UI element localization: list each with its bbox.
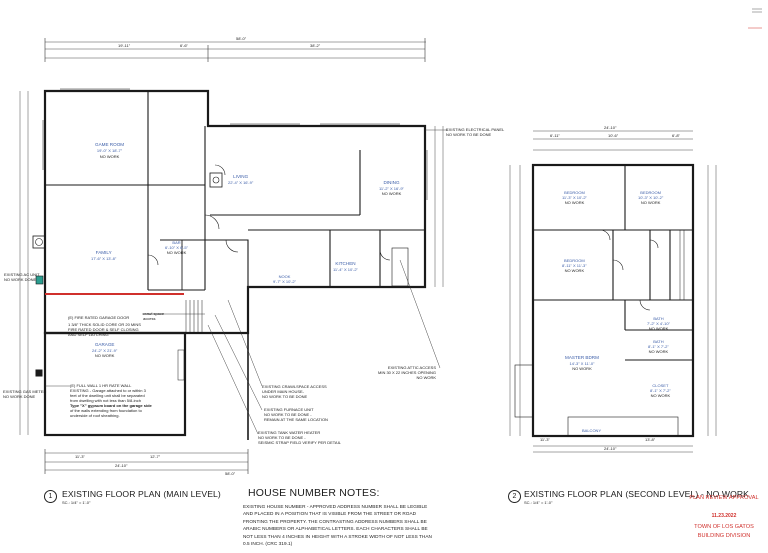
house-number-title: HOUSE NUMBER NOTES: — [248, 487, 380, 499]
second-plan-title: EXISTING FLOOR PLAN (SECOND LEVEL) - NO … — [524, 489, 750, 499]
main-outline — [43, 89, 427, 335]
dim2-bottom-total: 24'-10" — [604, 446, 617, 451]
dim-bottom-a: 11'-3" — [75, 454, 85, 459]
house-number-body: EXISTING HOUSE NUMBER - APPROVED ADDRESS… — [243, 504, 432, 547]
note-water-heater: EXISTING TANK WATER HEATER NO WORK TO BE… — [258, 430, 341, 445]
room-kitchen: KITCHEN 11'-4" X 10'-2" — [333, 261, 358, 272]
dim-bottom-total: 58'-0" — [225, 471, 236, 476]
room-game-room: GAME ROOM 19'-0" X 18'-7" NO WORK — [95, 142, 125, 159]
dim2-bottom-a: 11'-3" — [540, 437, 550, 442]
note-electrical-panel: EXISTING ELECTRICAL PANEL NO WORK TO BE … — [446, 127, 505, 137]
plan-number-1: 1 — [44, 490, 57, 503]
dim-top-left: 19'-11" — [118, 43, 131, 48]
note-furnace: EXISTING FURNACE UNIT NO WORK TO BE DONE… — [264, 407, 328, 422]
room-living: LIVING 22'-4" X 16'-9" — [228, 174, 254, 185]
second-plan-scale: SC.: 1/4" = 1'-0" — [524, 500, 553, 505]
plan-number-2: 2 — [508, 490, 521, 503]
note-crawl-space-access: crawl space access — [143, 311, 165, 321]
approval-stamp: PLAN REVIEW APPROVAL 11.23.2022 TOWN OF … — [680, 494, 768, 540]
dim2-top-total: 24'-10" — [604, 125, 617, 130]
room2-balcony: BALCONY — [582, 428, 602, 433]
room2-bedroom-2: BEDROOM 10'-3" X 10'-2" NO WORK — [638, 190, 664, 205]
room2-closet: CLOSET 8'-1" X 7'-2" NO WORK — [650, 383, 671, 398]
corner-mark — [748, 8, 762, 29]
dim-top-mid: 6'-6" — [180, 43, 188, 48]
room2-master-bedroom: MASTER BDRM 14'-3" X 11'-0" NO WORK — [565, 355, 599, 371]
approval-line-1: PLAN REVIEW APPROVAL — [689, 495, 759, 501]
note-rated-wall: (E) FULL WALL 1 HR RATE WALL EXISTING - … — [70, 383, 152, 418]
room2-bath-1: BATH 7'-2" X 4'-10" NO WORK — [647, 316, 671, 331]
dim2-bottom-b: 13'-8" — [645, 437, 656, 442]
dim2-top-a: 6'-11" — [550, 133, 560, 138]
room-nook: NOOK 9'-7" X 10'-2" — [273, 274, 297, 284]
dim-top-total: 58'-0" — [236, 36, 247, 41]
note-crawlspace: EXISTING CRAWLSPACE ACCESS UNDER MAIN HO… — [262, 384, 327, 399]
room-dining: DINING 11'-2" X 16'-9" NO WORK — [379, 180, 404, 196]
room2-bath-2: BATH 8'-1" X 7'-2" NO WORK — [648, 339, 669, 354]
note-ac-unit: EXISTING AC UNIT NO WORK DONE — [4, 272, 40, 282]
dim-bottom-c: 24'-10" — [115, 463, 128, 468]
note-attic-access: EXISTING ATTIC ACCESS MIN 30 X 22 INCHES… — [378, 365, 437, 380]
main-plan-title: EXISTING FLOOR PLAN (MAIN LEVEL) — [62, 489, 221, 499]
note-gas-meter: EXISTING GAS METER NO WORK DONE — [3, 389, 47, 399]
approval-date: 11.23.2022 — [711, 512, 737, 519]
note-fire-door: (E) FIRE RATED GARAGE DOOR 1 3/8" THICK … — [68, 315, 141, 337]
dim-bottom-b: 12'-7" — [150, 454, 161, 459]
room2-bedroom-3: BEDROOM 8'-11" X 11'-3" NO WORK — [562, 258, 587, 273]
room-family: FAMILY 17'-6" X 13'-8" — [91, 250, 117, 261]
main-plan-scale: SC.: 1/4" = 1'-0" — [62, 500, 91, 505]
dim2-top-b: 10'-6" — [608, 133, 619, 138]
room-bar: BAR 6'-10" X 6'-5" NO WORK — [165, 240, 189, 255]
dim-top-right: 38'-2" — [310, 43, 321, 48]
approval-line-3: BUILDING DIVISION — [697, 532, 751, 539]
room2-bedroom-1: BEDROOM 11'-3" X 10'-2" NO WORK — [562, 190, 587, 205]
dim2-top-c: 6'-8" — [672, 133, 680, 138]
approval-line-2: TOWN OF LOS GATOS — [694, 524, 754, 530]
room-garage: GARAGE 24'-2" X 21'-9" NO WORK — [92, 342, 118, 358]
